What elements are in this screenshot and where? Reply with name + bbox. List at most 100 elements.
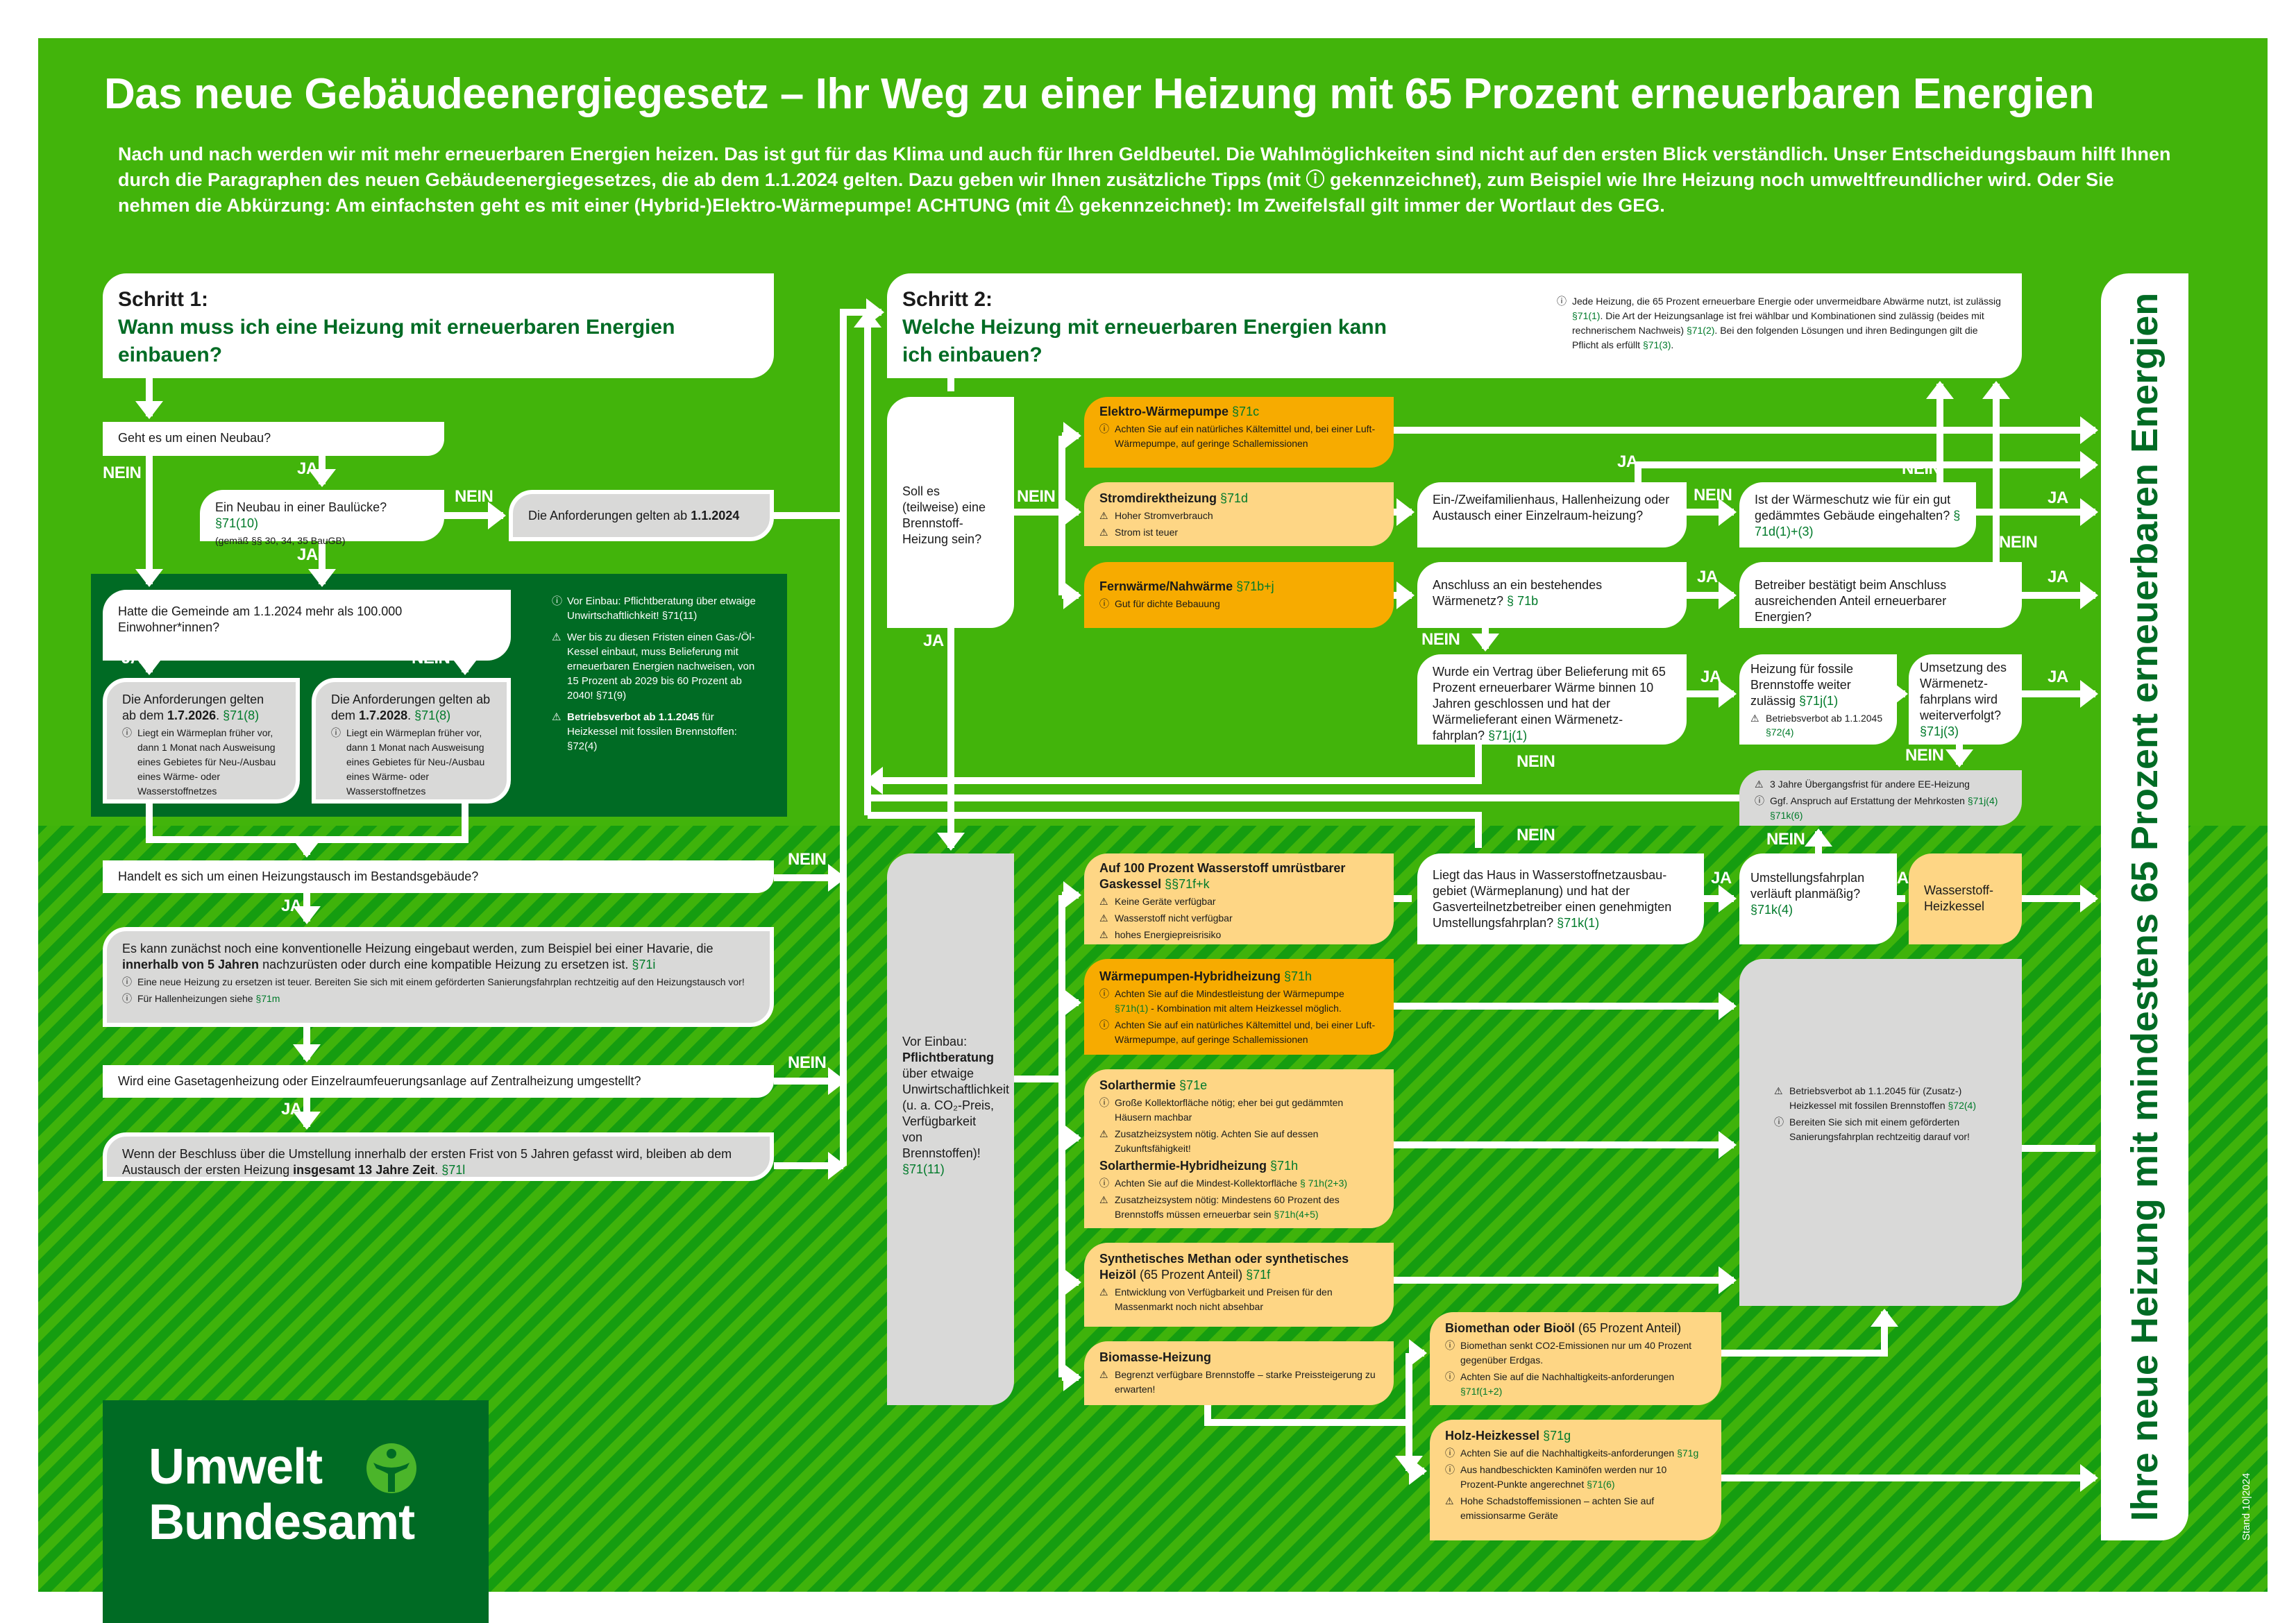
- bold-text: Biomethan oder Bioöl: [1445, 1321, 1576, 1335]
- text-segment: Wer bis zu diesen Fristen einen Gas-/Öl-…: [567, 631, 755, 702]
- bold-text: Fernwärme/Nahwärme: [1099, 579, 1237, 593]
- note-line: ⚠Entwicklung von Verfügbarkeit und Preis…: [1099, 1285, 1378, 1314]
- text-segment: Es kann zunächst noch eine konventionell…: [122, 942, 714, 955]
- option-biomethan: Biomethan oder Bioöl (65 Prozent Anteil)…: [1430, 1312, 1721, 1405]
- bold-text: 1.7.2028: [359, 708, 408, 722]
- ja-label: JA: [281, 1100, 302, 1119]
- text-segment: Ein Neubau in einer Baulücke?: [215, 500, 387, 514]
- info-icon: ⓘ: [1557, 296, 1567, 307]
- warning-icon: ⚠: [1099, 1369, 1108, 1380]
- text-line: Heizung für fossile Brennstoffe weiter z…: [1750, 661, 1886, 709]
- note-line: ⚠Strom ist teuer: [1099, 525, 1378, 540]
- ja-label: JA: [281, 897, 302, 915]
- note-pflichtberatung: Vor Einbau: Pflichtberatung über etwaige…: [887, 853, 1014, 1405]
- text-segment: Hohe Schadstoffemissionen – achten Sie a…: [1460, 1495, 1655, 1521]
- bold-text: insgesamt 13 Jahre Zeit: [293, 1163, 435, 1177]
- text-segment: Ist der Wärmeschutz wie für ein gut gedä…: [1755, 493, 1954, 522]
- result-13-jahre: Wenn der Beschluss über die Umstellung i…: [103, 1132, 774, 1181]
- legal-reference: § 71d(1)+(3): [1755, 509, 1961, 538]
- result-panel: Ihre neue Heizung mit mindestens 65 Proz…: [2101, 273, 2188, 1540]
- text-segment: Achten Sie auf ein natürliches Kältemitt…: [1115, 423, 1376, 449]
- text-segment: Liegt ein Wärmeplan früher vor, dann 1 M…: [137, 727, 276, 797]
- ja-label: JA: [2048, 488, 2068, 507]
- legal-reference: §71j(1): [1799, 694, 1839, 708]
- text-segment: (gemäß §§ 30, 34, 35 BauGB): [215, 535, 346, 546]
- legal-reference: §71(10): [215, 516, 259, 530]
- logo-line2: Bundesamt: [149, 1495, 415, 1550]
- text-segment: Begrenzt verfügbare Brennstoffe – starke…: [1115, 1369, 1376, 1395]
- note-line: ⚠Keine Geräte verfügbar: [1099, 894, 1378, 909]
- flow-arrow: [146, 804, 469, 843]
- umweltbundesamt-logo: Umwelt Bundesamt: [103, 1400, 489, 1623]
- flow-arrow: [1635, 451, 2098, 482]
- question-betreiber: Betreiber bestätigt beim Anschluss ausre…: [1739, 562, 2022, 628]
- nein-label: NEIN: [1766, 830, 1805, 849]
- text-segment: Achten Sie auf die Nachhaltigkeits-anfor…: [1460, 1371, 1675, 1382]
- note-fossil-zulaessig: Heizung für fossile Brennstoffe weiter z…: [1739, 654, 1897, 745]
- text-segment: Für Hallenheizungen siehe: [137, 993, 256, 1004]
- bold-text: Elektro-Wärmepumpe: [1099, 405, 1233, 418]
- text-segment: Ggf. Anspruch auf Erstattung der Mehrkos…: [1770, 795, 1968, 806]
- info-icon: ⓘ: [331, 727, 341, 738]
- question-brennstoff: Soll es (teilweise) eine Brennstoff-Heiz…: [887, 397, 1014, 628]
- note-line: ⚠Zusatzheizsystem nötig. Achten Sie auf …: [1099, 1127, 1378, 1156]
- ja-label: JA: [1711, 869, 1732, 887]
- text-line: Holz-Heizkessel §71g: [1445, 1428, 1706, 1444]
- question-anschluss-waermenetz: Anschluss an ein bestehendes Wärmenetz? …: [1417, 562, 1687, 628]
- text-line: Die Anforderungen gelten ab dem 1.7.2028…: [331, 692, 491, 724]
- legal-reference: §71h: [1284, 969, 1312, 983]
- legal-reference: §71c: [1232, 405, 1260, 418]
- text-segment: 3 Jahre Übergangsfrist für andere EE-Hei…: [1770, 779, 1970, 790]
- info-icon: ⓘ: [1445, 1340, 1455, 1351]
- warning-icon: ⚠: [1099, 929, 1108, 940]
- result-text: Ihre neue Heizung mit mindestens 65 Proz…: [2124, 292, 2166, 1522]
- nein-label: NEIN: [1017, 487, 1056, 506]
- legal-reference: §71h(1): [1115, 1003, 1149, 1014]
- text-segment: Achten Sie auf die Mindest-Kollektorfläc…: [1115, 1178, 1300, 1189]
- question-wasserstoffgebiet: Liegt das Haus in Wasserstoffnetzausbau-…: [1417, 853, 1704, 944]
- legal-reference: §71(8): [223, 708, 260, 722]
- info-icon: ⓘ: [552, 595, 563, 607]
- question-vertrag: Wurde ein Vertrag über Belieferung mit 6…: [1417, 654, 1687, 745]
- result-ab-2028: Die Anforderungen gelten ab dem 1.7.2028…: [312, 678, 511, 804]
- text-segment: Vor Einbau: Pflichtberatung über etwaige…: [567, 595, 756, 622]
- text-segment: Achten Sie auf ein natürliches Kältemitt…: [1115, 1019, 1376, 1045]
- text-segment: .: [434, 1163, 442, 1177]
- info-icon: ⓘ: [1445, 1464, 1455, 1475]
- text-segment: Bereiten Sie sich mit einem geförderten …: [1789, 1116, 1970, 1142]
- note-line: ⚠Betriebsverbot ab 1.1.2045 §72(4): [1750, 711, 1886, 739]
- page-title: Das neue Gebäudeenergiegesetz – Ihr Weg …: [104, 70, 2095, 118]
- bold-text: Solarthermie: [1099, 1078, 1180, 1092]
- text-segment: Zusatzheizsystem nötig. Achten Sie auf d…: [1115, 1128, 1319, 1154]
- question-gemeinde: Hatte die Gemeinde am 1.1.2024 mehr als …: [103, 590, 511, 661]
- info-icon: ⓘ: [1099, 1097, 1109, 1108]
- legal-reference: §71k(4): [1750, 903, 1793, 917]
- text-segment: Die Anforderungen gelten ab dem: [122, 692, 264, 722]
- legal-reference: §71h(4+5): [1274, 1209, 1319, 1220]
- warning-icon: ⚠: [1445, 1495, 1454, 1506]
- legal-reference: §71h: [1270, 1159, 1299, 1173]
- text-segment: .: [216, 708, 223, 722]
- legal-reference: §71(2): [1686, 325, 1715, 336]
- info-icon: ⓘ: [1099, 1019, 1109, 1030]
- flow-arrow: [1721, 1309, 1898, 1357]
- result-konventionell: Es kann zunächst noch eine konventionell…: [103, 927, 774, 1027]
- legal-reference: §71k(1): [1557, 916, 1600, 930]
- text-segment: Keine Geräte verfügbar: [1115, 896, 1216, 907]
- text-segment: (65 Prozent Anteil): [1136, 1268, 1247, 1282]
- logo-line1: Umwelt: [149, 1439, 323, 1495]
- text-segment: Eine neue Heizung zu ersetzen ist teuer.…: [137, 976, 745, 987]
- ja-label: JA: [297, 459, 318, 478]
- text-line: Stromdirektheizung §71d: [1099, 491, 1378, 507]
- note-line: ⚠hohes Energiepreisrisiko: [1099, 928, 1378, 942]
- legal-reference: §71d: [1220, 491, 1249, 505]
